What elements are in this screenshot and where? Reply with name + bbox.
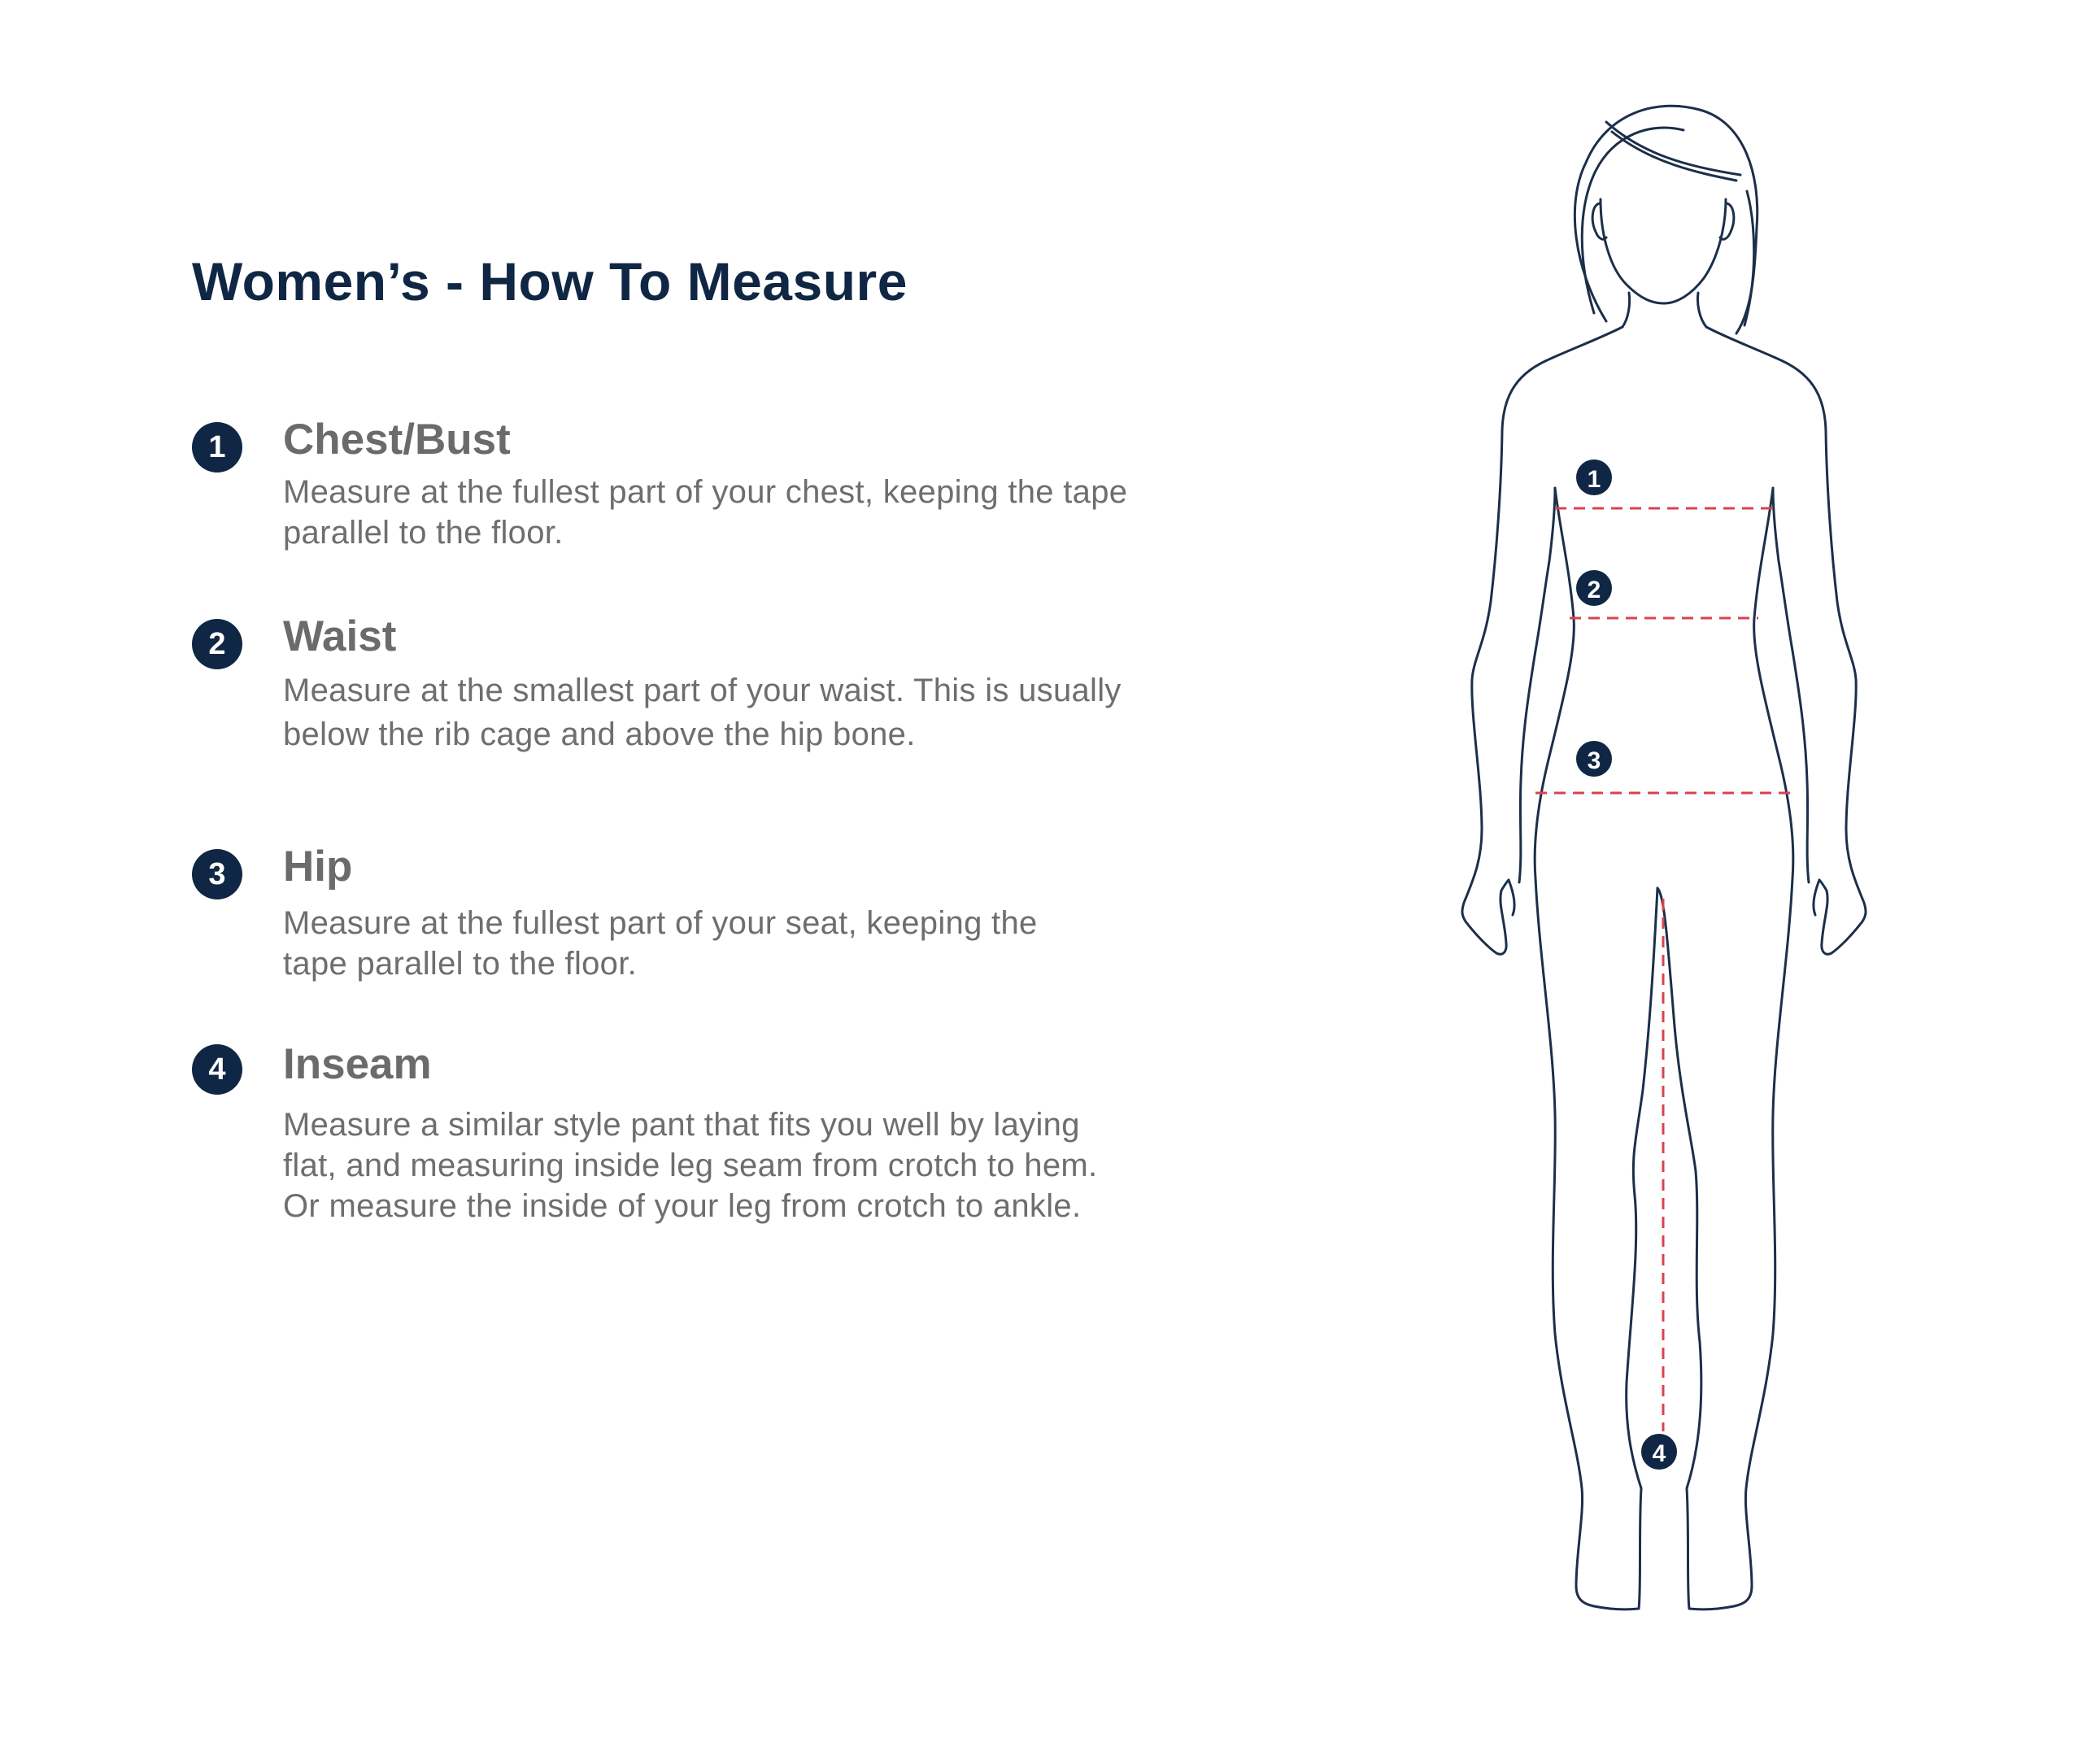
item-heading: Inseam [283,1040,432,1088]
item-description: Measure at the fullest part of your ches… [283,472,1357,553]
left-arm-outline [1461,325,1624,956]
description-line: Measure a similar style pant that fits y… [283,1107,1080,1143]
item-description: Measure a similar style pant that fits y… [283,1104,1357,1226]
right-inner-arm [1771,486,1810,884]
face-outline [1599,198,1727,305]
ear [1591,202,1608,241]
figure-marker-2: 2 [1576,570,1612,606]
description-line: tape parallel to the floor. [283,946,638,982]
marker-label: 2 [1588,577,1601,603]
item-heading: Hip [283,843,353,891]
number-badge: 1 [192,422,242,473]
figure-marker-4: 4 [1641,1434,1677,1470]
marker-label: 4 [1653,1440,1666,1467]
inner-leg-right [1656,886,1703,1490]
description-line: Measure at the fullest part of your seat… [283,905,1038,941]
right-arm-outline [1705,325,1867,956]
neck [1621,291,1631,329]
marker-label: 1 [1588,466,1601,493]
right-thumb [1812,878,1821,917]
hair-fringe [1605,120,1742,176]
item-heading: Chest/Bust [283,416,511,464]
hair-outline [1573,104,1759,335]
item-heading: Waist [283,612,397,660]
page-title: Women’s - How To Measure [192,251,908,311]
woman-silhouette-icon: 1 2 3 4 [1461,104,1867,1611]
description-line: Or measure the inside of your leg from c… [283,1188,1082,1224]
item-description: Measure at the fullest part of your seat… [283,903,1357,984]
number-badge: 2 [192,619,242,669]
hair-strand [1743,189,1756,327]
description-line: below the rib cage and above the hip bon… [283,716,916,752]
inner-leg-left [1625,886,1659,1490]
torso-right [1685,486,1795,1611]
ear [1718,202,1736,241]
description-line: flat, and measuring inside leg seam from… [283,1148,1098,1183]
description-line: parallel to the floor. [283,515,564,551]
figure-marker-1: 1 [1576,460,1612,495]
marker-label: 3 [1588,747,1601,774]
number-badge: 4 [192,1044,242,1095]
hair-strand [1580,126,1685,315]
figure-marker-3: 3 [1576,741,1612,777]
neck [1697,291,1708,329]
torso-left [1533,486,1643,1611]
number-badge: 3 [192,849,242,899]
description-line: Measure at the fullest part of your ches… [283,474,1128,510]
item-description: Measure at the smallest part of your wai… [283,669,1357,756]
left-inner-arm [1518,486,1557,884]
left-thumb [1507,878,1516,917]
description-line: Measure at the smallest part of your wai… [283,673,1122,708]
hair-fringe [1610,130,1738,182]
